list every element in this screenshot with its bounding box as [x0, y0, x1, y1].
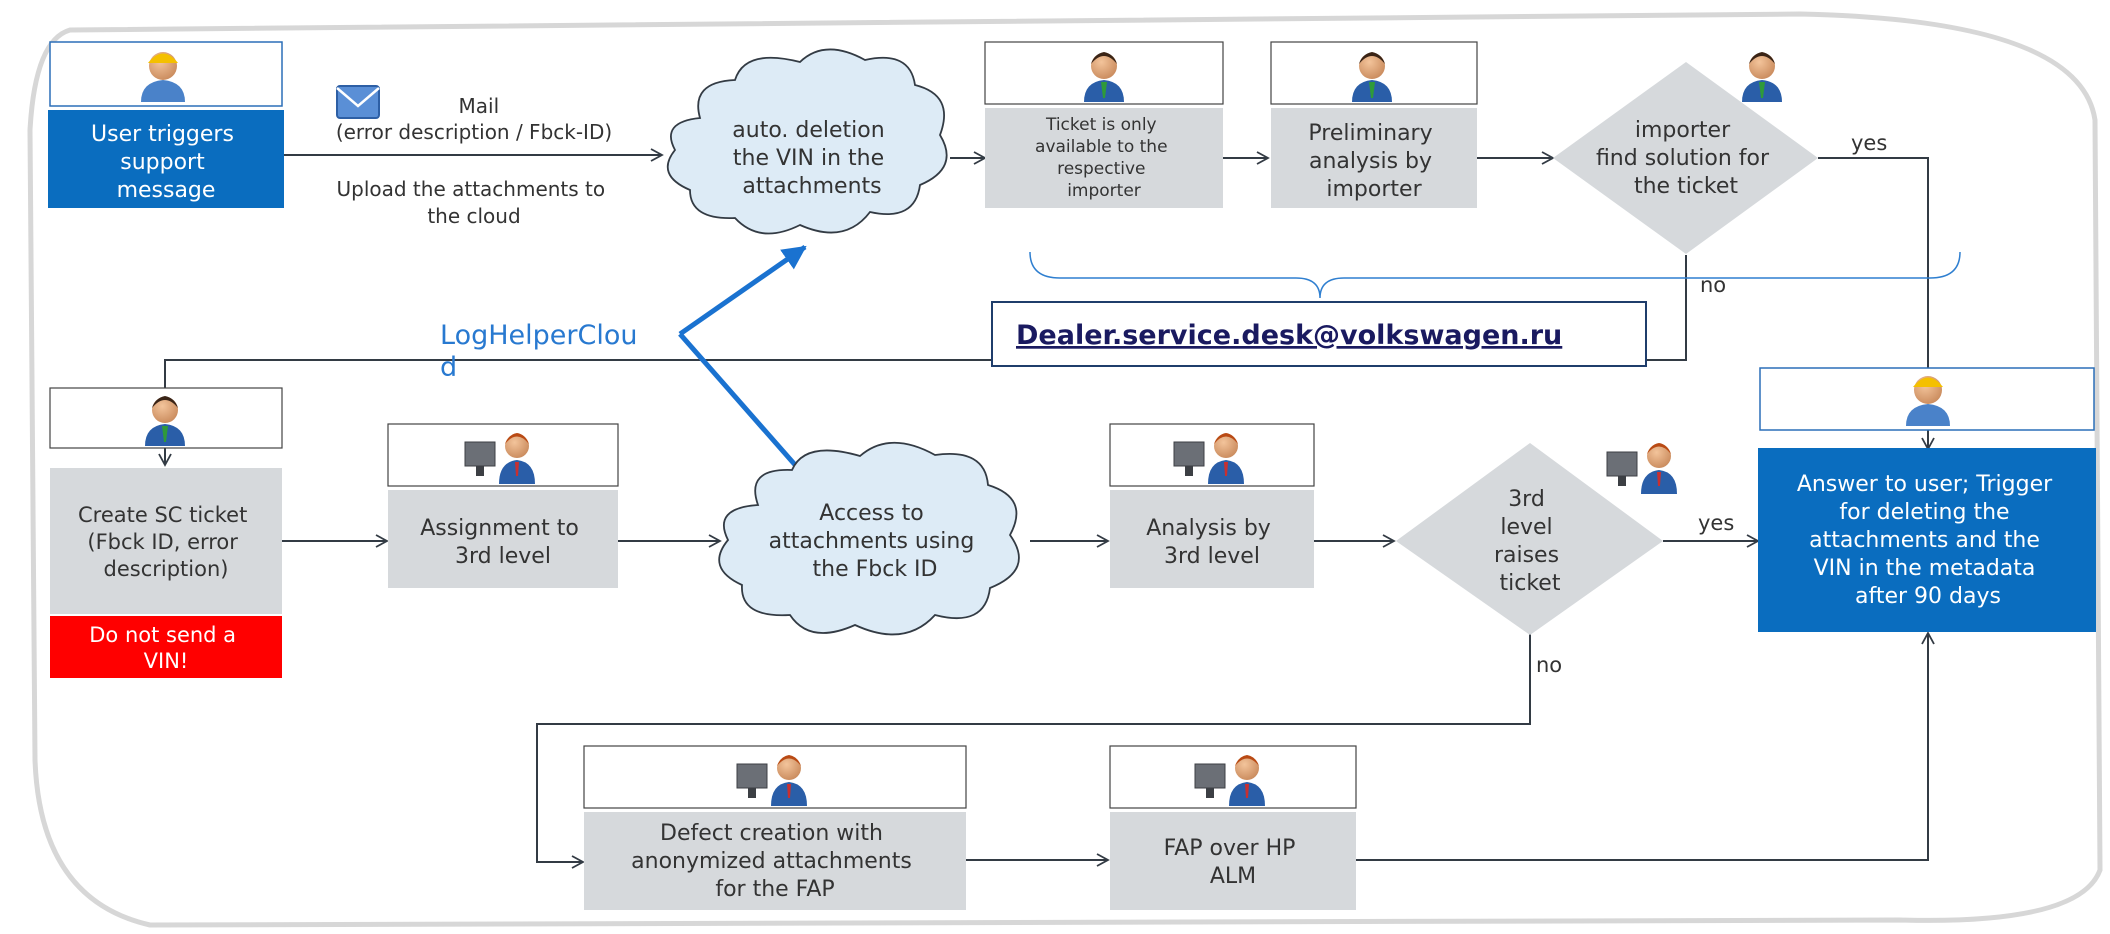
business-person-icon [1742, 52, 1782, 102]
computer-worker-icon [1173, 433, 1244, 484]
defect-label: Defect creation with anonymized attachme… [631, 821, 919, 902]
importer-decision-label: importer find solution for the ticket [1596, 118, 1776, 199]
computer-worker-icon [464, 433, 535, 484]
answer-box [1758, 448, 2096, 632]
analysis3-box [1110, 490, 1314, 588]
access-cloud [718, 441, 1020, 636]
fap-label: FAP over HP ALM [1164, 836, 1303, 889]
yes-top-label: yes [1851, 131, 1887, 155]
business-person-icon [1352, 52, 1392, 102]
analysis3-label: Analysis by 3rd level [1146, 516, 1278, 569]
email-link[interactable]: Dealer.service.desk@volkswagen.ru [1016, 320, 1562, 351]
preliminary-box [1271, 108, 1477, 208]
fap-box [1110, 812, 1356, 910]
assignment-box [388, 490, 618, 588]
importer-brace [1029, 251, 1961, 299]
upload-label: Upload the attachments to the cloud [336, 177, 611, 228]
mail-envelope-icon [336, 85, 380, 119]
create-sc-label: Create SC ticket (Fbck ID, error descrip… [78, 503, 254, 581]
email-box [991, 301, 1647, 367]
mail-label: Mail (error description / Fbck-ID) [336, 94, 612, 144]
preliminary-label: Preliminary analysis by importer [1308, 121, 1439, 202]
auto-deletion-cloud [666, 48, 948, 235]
auto-deletion-label: auto. deletion the VIN in the attachment… [732, 118, 891, 199]
ticket-available-label: Ticket is only available to the respecti… [1035, 115, 1173, 201]
loghelper-label: LogHelperClou d [440, 320, 646, 383]
business-person-icon [145, 396, 185, 446]
access-label: Access to attachments using the Fbck ID [769, 501, 982, 582]
importer-decision-diamond [1553, 62, 1818, 254]
warning-label: Do not send a VIN! [89, 623, 243, 673]
computer-worker-icon [1194, 755, 1265, 806]
defect-box [584, 812, 966, 910]
outer-frame [27, 11, 2103, 928]
third-level-decision-label: 3rd level raises ticket [1494, 487, 1566, 596]
ticket-available-box [985, 108, 1223, 208]
no-mid-label: no [1536, 653, 1562, 677]
loghelper-arrow-up [678, 244, 807, 337]
computer-worker-icon [736, 755, 807, 806]
create-sc-box [50, 468, 282, 614]
support-user-icon [1906, 376, 1950, 426]
assignment-label: Assignment to 3rd level [420, 516, 586, 569]
business-person-icon [1084, 52, 1124, 102]
answer-label: Answer to user; Trigger for deleting the… [1797, 472, 2059, 609]
no-top-label: no [1700, 273, 1726, 297]
computer-worker-icon [1606, 443, 1677, 494]
warning-box [50, 616, 282, 678]
third-level-decision-diamond [1396, 443, 1663, 635]
user-triggers-box [48, 110, 284, 208]
user-triggers-label: User triggers support message [91, 122, 241, 203]
support-user-icon [141, 52, 185, 102]
yes-mid-label: yes [1698, 511, 1734, 535]
